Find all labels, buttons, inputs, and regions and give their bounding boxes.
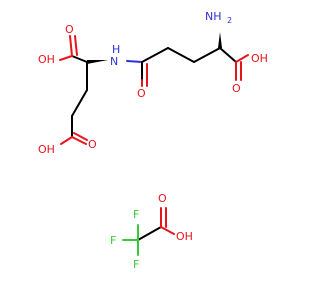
bond-chain-6 [193,47,221,63]
wedge-bond-alpha-nh2 [218,32,222,48]
bond-c-oh [59,55,73,61]
atom-n-h: H [112,43,120,56]
bond-c-o-double-a [69,35,73,57]
atom-oh: OH [176,230,193,243]
atom-oh-top-left: OH [38,53,55,66]
wedge-bond-alpha-n [87,60,108,64]
bond-n-c [126,60,143,63]
bond-c-o-double-b [74,35,78,56]
atom-o-right: O [232,82,241,95]
bond-bottom-c-o-b [73,132,88,141]
atom-o-top-left: O [65,23,74,36]
atom-oh-right: OH [251,52,268,65]
molecule-trifluoroacetic-acid: F F F O OH [110,192,193,271]
structure-canvas: OH O N H NH 2 O O OH OH O F F F O OH [38,10,268,271]
atom-n: N [110,55,118,68]
bond-bottom-c-o-a [71,136,87,145]
atom-nh2-subscript: 2 [227,16,232,25]
atom-f2: F [133,208,139,221]
bond-cf3-c [137,226,162,241]
atom-o-bottom: O [88,138,97,151]
atom-nh2: NH [205,10,222,23]
bond-right-c [219,47,237,63]
bond-chain-5 [167,47,195,63]
bond-bottom-c-oh [60,136,73,145]
molecule-gamma-glu-glu: OH O N H NH 2 O O OH OH O [38,10,268,156]
atom-f3: F [133,258,139,271]
atom-o-amide: O [137,87,146,100]
chemical-structure-diagram: OH O N H NH 2 O O OH OH O F F F O OH [38,10,268,271]
bond-chain-4 [141,47,169,63]
bond-c-oh [160,226,175,235]
atom-oh-bottom: OH [38,143,55,156]
atom-o-double: O [158,192,167,205]
bond-c-c [71,55,88,63]
atom-f1: F [110,234,116,247]
bond-right-c-oh [235,54,249,63]
bond-chain-2 [71,89,88,117]
